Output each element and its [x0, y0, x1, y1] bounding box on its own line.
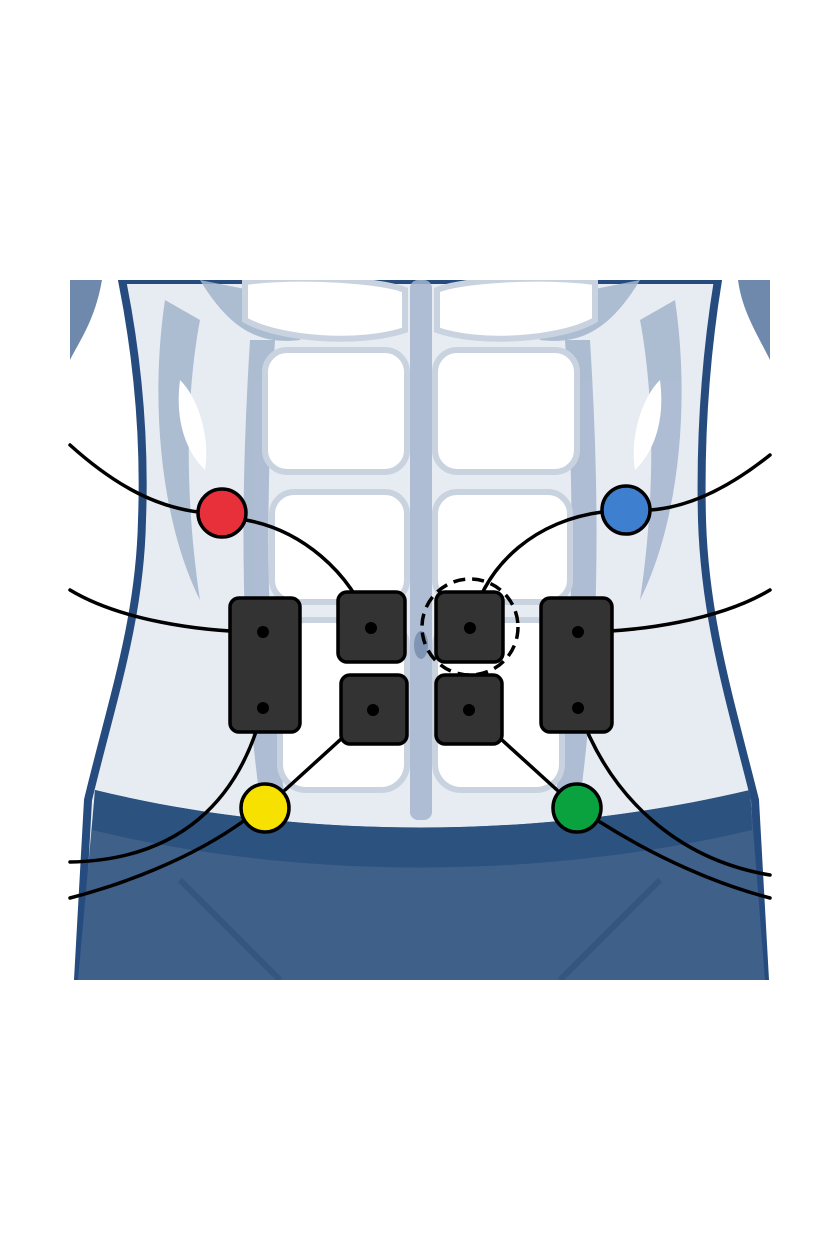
waistband: [92, 790, 752, 868]
right-arm: [738, 280, 770, 360]
pad-connector-dots: [257, 622, 584, 716]
blue-electrode: [600, 484, 652, 536]
green-electrode: [551, 782, 603, 834]
shorts-fold: [177, 877, 663, 980]
highlight-dashed-circle: [420, 577, 520, 677]
pad-left-large: [228, 596, 302, 734]
yellow-electrode: [239, 782, 291, 834]
pad-right-large: [539, 596, 614, 734]
electrode-pads: [228, 577, 614, 746]
left-arm: [70, 280, 102, 360]
red-electrode: [196, 487, 248, 539]
lead-connectors: [196, 484, 652, 834]
